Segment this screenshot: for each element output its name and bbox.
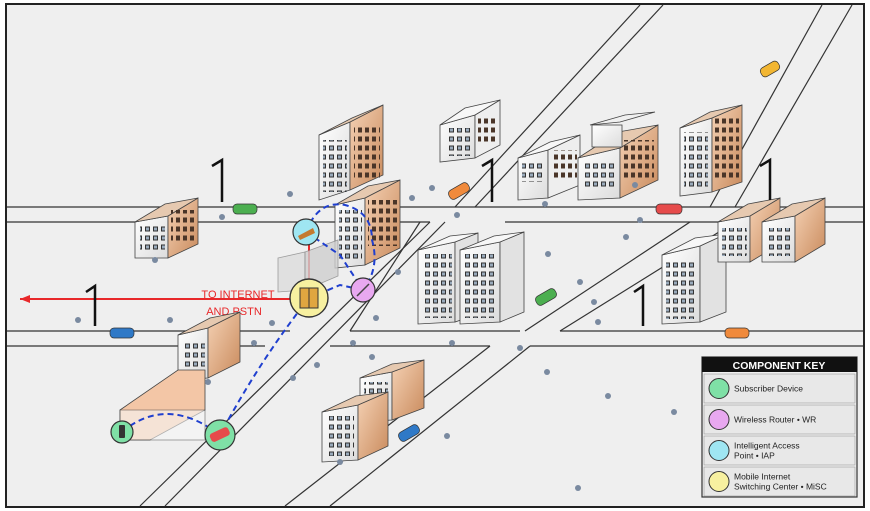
buildings <box>119 99 826 463</box>
building <box>417 232 479 325</box>
building <box>439 99 501 163</box>
subscriber-device-icon <box>204 419 236 451</box>
key-swatch-icon <box>708 471 730 492</box>
access-point-icon <box>292 218 320 246</box>
car-icon <box>655 203 683 215</box>
callout-line-1: TO INTERNET <box>201 289 274 301</box>
key-item-label: Mobile Internet <box>734 472 791 482</box>
key-swatch-icon <box>708 378 730 399</box>
car-icon <box>109 327 135 339</box>
building <box>177 311 241 381</box>
key-item: Subscriber Device <box>703 373 856 404</box>
street-lamps <box>85 157 772 326</box>
car-icon <box>398 424 420 442</box>
key-swatch-icon <box>708 409 730 430</box>
callout-line-2: AND PSTN <box>206 306 262 318</box>
car-icon <box>724 327 750 339</box>
car-icon <box>535 288 557 306</box>
key-item: Wireless Router • WR <box>703 404 856 435</box>
building <box>577 111 659 201</box>
key-title: COMPONENT KEY <box>733 360 826 372</box>
key-item-label: Wireless Router • WR <box>734 415 816 425</box>
key-item-label: Subscriber Device <box>734 384 803 394</box>
building <box>517 134 581 201</box>
component-key: COMPONENT KEY Subscriber DeviceWireless … <box>701 356 858 498</box>
switching-center-icon <box>289 278 329 318</box>
key-item-label: Point • IAP <box>734 451 775 461</box>
building <box>134 197 199 259</box>
key-item-label: Intelligent Access <box>734 441 800 451</box>
building <box>761 197 826 263</box>
building <box>679 104 743 197</box>
building <box>321 391 389 463</box>
car-icon <box>759 60 781 78</box>
vehicles <box>109 60 781 442</box>
pedestrians <box>75 182 677 491</box>
key-item-label: Switching Center • MiSC <box>734 482 827 492</box>
wireless-router-icon <box>350 277 376 303</box>
car-icon <box>448 182 470 200</box>
car-icon <box>232 203 258 215</box>
subscriber-device-icon <box>110 420 134 444</box>
key-swatch-icon <box>708 440 730 461</box>
building <box>459 231 525 325</box>
building <box>318 104 384 201</box>
network-nodes <box>110 218 376 451</box>
